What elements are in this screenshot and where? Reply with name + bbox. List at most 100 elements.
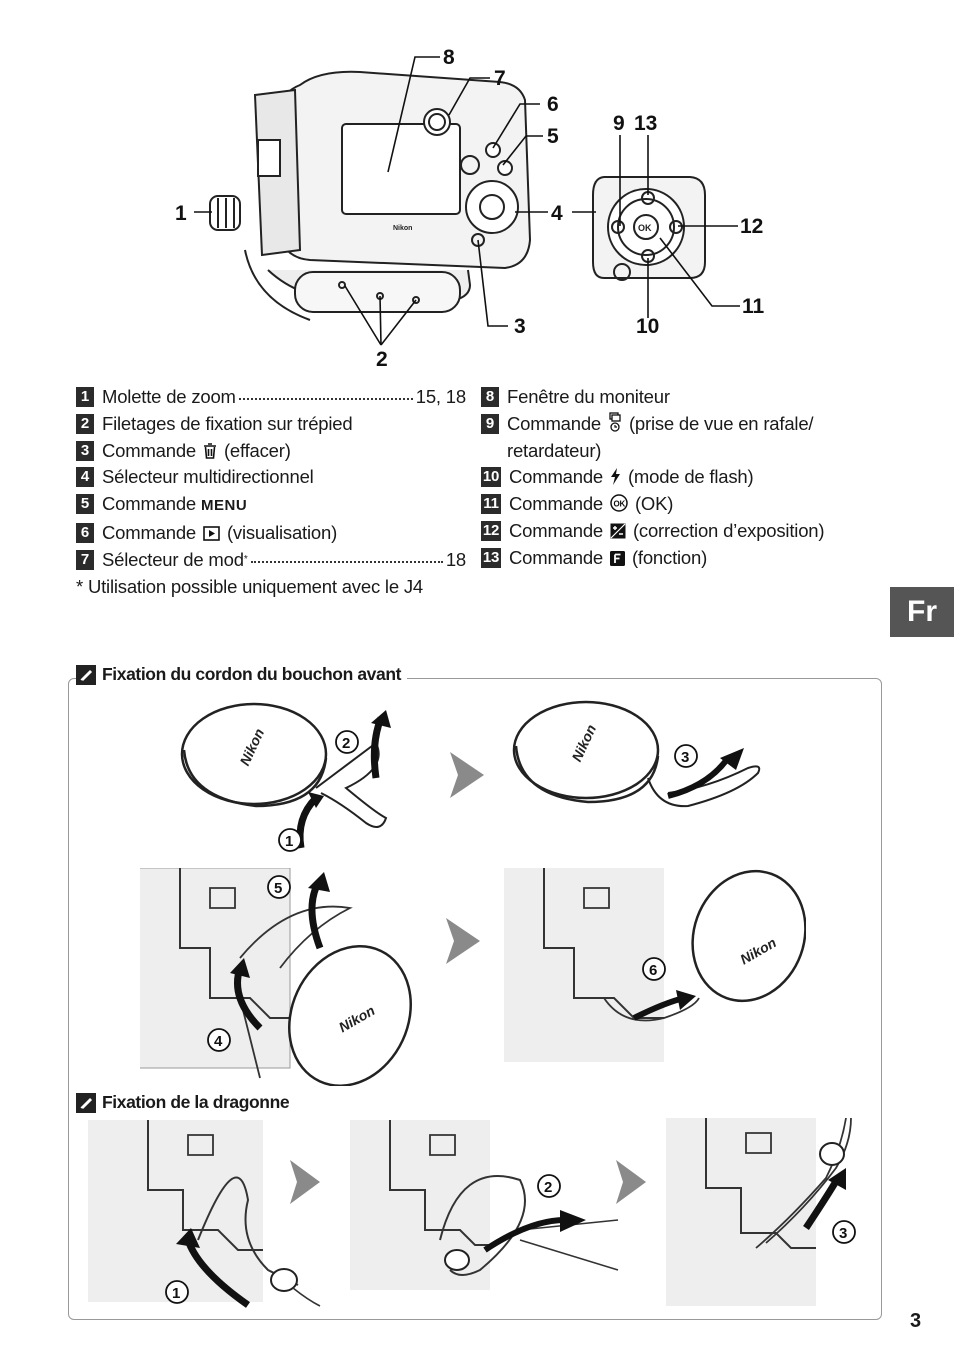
strap-step-2-illustration: 2 <box>350 1120 619 1290</box>
legend-text: (correction d’exposition) <box>632 519 825 541</box>
strap-step-3-illustration: 3 <box>666 1118 856 1306</box>
footnote: * Utilisation possible uniquement avec l… <box>76 574 466 601</box>
legend-text: Commande <box>509 466 604 488</box>
legend-right: 8 Fenêtre du moniteur 9 Commande (prise … <box>481 384 851 572</box>
progress-arrow-2 <box>446 918 480 964</box>
flash-icon <box>610 468 620 486</box>
diagram-label-3: 3 <box>514 315 526 338</box>
legend-text: Commande <box>102 521 197 543</box>
diagram-label-6: 6 <box>547 93 559 116</box>
legend-item-1: 1 Molette de zoom 15, 18 <box>76 384 466 411</box>
legend-text: Commande <box>102 493 197 515</box>
lens-cap-step-4-5-illustration: Nikon 5 4 <box>140 868 412 1086</box>
legend-item-9: 9 Commande (prise de vue en rafale/ reta… <box>481 411 851 465</box>
diagram-label-1: 1 <box>175 202 187 225</box>
legend-text: Sélecteur de mod <box>102 548 244 570</box>
number-box: 8 <box>481 387 499 407</box>
pencil-note-icon <box>76 664 96 685</box>
lens-cap-step-1-2-illustration: Nikon 2 1 <box>180 702 391 852</box>
progress-arrow-1 <box>450 752 484 798</box>
legend-item-2: 2 Filetages de fixation sur trépied <box>76 411 466 438</box>
number-box: 13 <box>481 547 501 568</box>
number-box: 12 <box>481 520 501 541</box>
step-number-5: 5 <box>274 880 282 897</box>
exposure-comp-icon <box>610 523 626 539</box>
legend-text: Filetages de fixation sur trépied <box>102 412 353 434</box>
legend-text: (fonction) <box>631 546 708 568</box>
number-box: 1 <box>76 387 94 407</box>
legend-item-6: 6 Commande (visualisation) <box>76 520 466 547</box>
continuous-self-timer-icon <box>609 412 621 432</box>
diagram-label-9: 9 <box>613 112 625 135</box>
step-number-4: 4 <box>214 1033 223 1050</box>
legend-text: (OK) <box>634 493 674 515</box>
diagram-label-12: 12 <box>740 215 763 238</box>
legend-text: Commande <box>102 439 197 461</box>
step-number-2: 2 <box>342 735 350 752</box>
legend-text: Commande <box>507 412 602 434</box>
strap-step-number-3: 3 <box>839 1225 847 1242</box>
instruction-box <box>68 678 882 1320</box>
legend-text: (prise de vue en rafale/ <box>628 412 814 434</box>
progress-arrow-4 <box>616 1160 646 1204</box>
legend-item-7: 7 Sélecteur de mod* 18 <box>76 547 466 574</box>
number-box: 3 <box>76 440 94 461</box>
strap-step-number-1: 1 <box>172 1285 180 1302</box>
legend-item-12: 12 Commande (correction d’exposition) <box>481 518 851 545</box>
section-title-strap: Fixation de la dragonne <box>76 1092 296 1113</box>
section-title-lens-cap: Fixation du cordon du bouchon avant <box>76 664 408 685</box>
ok-icon: OK <box>610 494 628 512</box>
number-box: 10 <box>481 467 501 488</box>
legend-text: (mode de flash) <box>627 466 754 488</box>
playback-icon <box>203 526 220 541</box>
diagram-label-7: 7 <box>494 67 506 90</box>
footnote-mark: * <box>243 553 248 565</box>
svg-text:OK: OK <box>638 223 652 233</box>
dot-leader <box>250 547 443 563</box>
number-box: 11 <box>481 494 501 515</box>
lens-cap-step-6-illustration: Nikon 6 <box>504 868 806 1062</box>
page-ref: 15, 18 <box>415 386 466 407</box>
number-box: 7 <box>76 549 94 570</box>
svg-text:OK: OK <box>613 499 625 508</box>
page-number: 3 <box>910 1310 922 1332</box>
number-box: 9 <box>481 413 499 434</box>
number-box: 4 <box>76 467 94 488</box>
strap-step-1-illustration: 1 <box>88 1120 321 1308</box>
section-title-text: Fixation de la dragonne <box>102 1092 290 1112</box>
lens-cap-step-3-illustration: Nikon 3 <box>512 700 761 808</box>
legend-item-5: 5 Commande MENU <box>76 491 466 520</box>
legend-text: Commande <box>509 546 604 568</box>
number-box: 2 <box>76 413 94 434</box>
legend-item-8: 8 Fenêtre du moniteur <box>481 384 851 411</box>
section-title-text: Fixation du cordon du bouchon avant <box>102 664 402 684</box>
legend-text: (visualisation) <box>226 521 338 543</box>
dot-leader <box>238 384 413 400</box>
pencil-note-icon <box>76 1092 96 1113</box>
footnote-text: * Utilisation possible uniquement avec l… <box>76 575 424 597</box>
language-tab: Fr <box>890 587 954 637</box>
camera-diagram: Nikon OK 1 2 3 4 5 6 7 8 9 <box>175 46 765 371</box>
legend-left: 1 Molette de zoom 15, 18 2 Filetages de … <box>76 384 466 600</box>
legend-item-13: 13 Commande (fonction) <box>481 545 851 572</box>
diagram-label-11: 11 <box>742 295 765 318</box>
diagram-label-5: 5 <box>547 125 559 148</box>
legend-item-11: 11 Commande OK (OK) <box>481 491 851 518</box>
legend-text: (effacer) <box>223 439 291 461</box>
legend-item-4: 4 Sélecteur multidirectionnel <box>76 464 466 491</box>
diagram-label-8: 8 <box>443 46 455 69</box>
diagram-label-10: 10 <box>636 315 659 338</box>
legend-item-3: 3 Commande (effacer) <box>76 438 466 465</box>
legend-text: Fenêtre du moniteur <box>507 386 670 407</box>
diagram-label-13: 13 <box>634 112 657 135</box>
strap-step-number-2: 2 <box>544 1179 552 1196</box>
legend-text: Molette de zoom <box>102 386 236 407</box>
trash-icon <box>203 442 216 459</box>
diagram-label-4: 4 <box>551 202 563 225</box>
menu-label: MENU <box>200 497 248 515</box>
page-ref: 18 <box>445 548 466 570</box>
legend-text: retardateur) <box>507 439 602 461</box>
number-box: 6 <box>76 522 94 543</box>
svg-text:Nikon: Nikon <box>393 225 412 232</box>
legend-text: Sélecteur multidirectionnel <box>102 466 314 488</box>
